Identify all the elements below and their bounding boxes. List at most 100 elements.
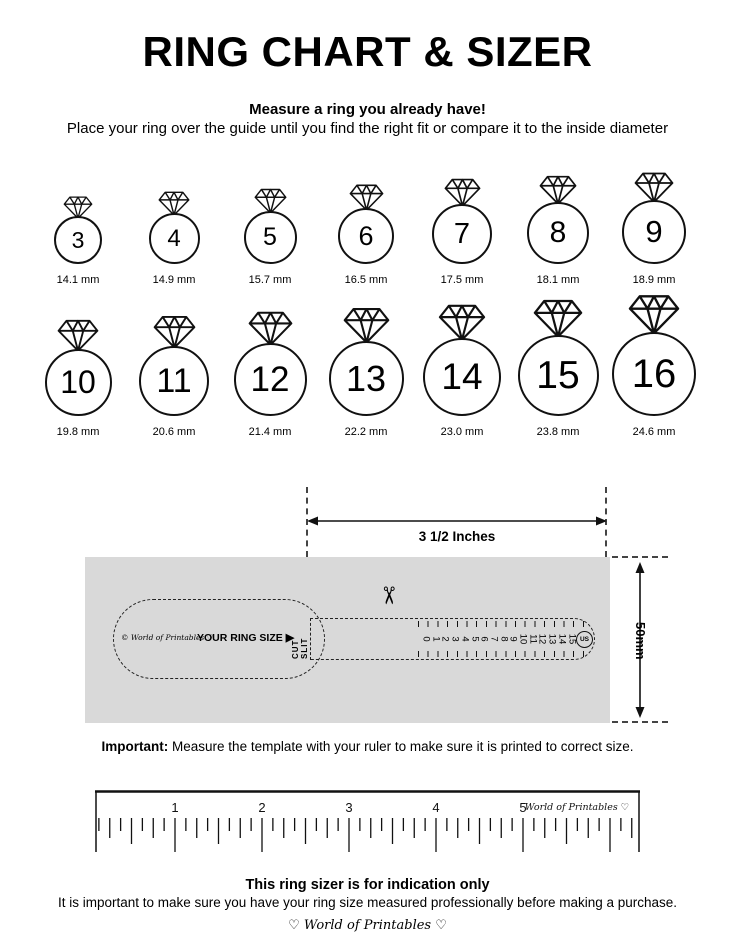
ring-circle: 5 [243,211,297,264]
ring-circle: 12 [233,343,307,416]
ring-size-number: 16 [631,351,677,396]
ring-diameter-label: 14.1 mm [56,274,100,286]
diamond-icon [248,311,292,346]
diamond-icon [343,307,389,344]
ring-diameter-label: 23.0 mm [440,426,484,438]
scissors-icon: ✂ [374,585,402,606]
measure-dash-top [612,556,668,558]
your-ring-size-label: YOUR RING SIZE ▶ [197,631,295,645]
ring-size-item: 4 14.9 mm [126,191,222,286]
diamond-icon [158,191,190,216]
ring-circle: 8 [527,202,589,264]
footer-disclaimer-bold: This ring sizer is for indication only [245,877,490,893]
diamond-icon [253,188,287,214]
sizer-strap-outline [310,618,595,660]
ring-size-number: 5 [263,223,277,251]
important-text: Measure the template with your ruler to … [172,739,634,754]
ring-size-number: 3 [71,226,85,253]
intro-heading: Measure a ring you already have! [249,101,486,118]
page-title: RING CHART & SIZER [142,28,593,75]
ring-circle: 10 [44,349,112,416]
ring-size-item: 16 24.6 mm [606,294,702,438]
ruler-number: 3 [345,800,352,815]
height-arrow [635,562,645,718]
ring-size-item: 5 15.7 mm [222,188,318,286]
ring-circle: 3 [54,216,102,264]
sizer-scale-numbers: 012345678910111213141516 [421,618,591,660]
ring-diameter-label: 24.6 mm [632,426,676,438]
ring-size-number: 6 [358,220,374,251]
ring-circle: 11 [139,346,209,416]
your-ring-size-text: YOUR RING SIZE [197,631,283,644]
ruler-number: 2 [258,800,265,815]
sizer-brand: © World of Printables ♡ [121,633,214,642]
measure-dash-right [605,487,607,557]
ring-diameter-label: 18.9 mm [632,274,676,286]
sizer-height-label: 50mm [633,622,648,660]
sizer-width-label: 3 1/2 Inches [418,529,496,544]
ring-size-item: 9 18.9 mm [606,172,702,286]
diamond-icon [628,295,680,335]
diamond-icon [533,299,583,338]
diamond-icon [444,178,480,207]
ring-size-item: 3 14.1 mm [30,196,126,286]
intro-subheading: Place your ring over the guide until you… [66,120,669,137]
diamond-icon [634,172,674,203]
diamond-icon [349,184,383,211]
ring-size-item: 10 19.8 mm [30,319,126,438]
ring-size-number: 12 [250,359,290,399]
ruler-number: 4 [432,800,439,815]
ring-diameter-label: 15.7 mm [248,274,292,286]
ring-circle: 4 [148,213,200,264]
width-arrow [307,516,607,526]
ring-diameter-label: 18.1 mm [536,274,580,286]
ruler-number: 5 [519,800,526,815]
ring-circle: 13 [328,341,404,416]
diamond-icon [57,319,99,352]
ring-size-item: 13 22.2 mm [318,307,414,438]
ruler-brand: World of Printables ♡ [525,802,630,813]
ring-diameter-label: 22.2 mm [344,426,388,438]
ring-size-number: 11 [156,361,192,400]
footer-disclaimer-text: It is important to make sure you have yo… [57,895,678,910]
ring-circle: 15 [517,335,599,416]
important-note: Important: Measure the template with you… [0,739,735,754]
scale-ticks-bottom [418,651,590,657]
ring-circle: 14 [423,338,501,416]
diamond-icon [438,304,486,341]
ring-circle: 6 [338,208,394,264]
measure-dash-bottom [612,721,668,723]
sizer-template: CUT SLIT ✂ © World of Printables ♡ YOUR … [85,557,610,723]
ring-circle: 16 [612,332,696,416]
ring-size-number: 15 [536,353,580,397]
ring-diameter-label: 14.9 mm [152,274,196,286]
ring-size-number: 13 [345,357,387,399]
ring-size-item: 14 23.0 mm [414,304,510,438]
ring-size-number: 14 [441,356,483,397]
ring-size-item: 12 21.4 mm [222,311,318,438]
ring-circle: 7 [432,204,492,264]
ruler-number: 1 [171,800,178,815]
ring-diameter-label: 21.4 mm [248,426,292,438]
diamond-icon [63,196,93,219]
ring-size-number: 7 [453,217,471,250]
ring-size-item: 8 18.1 mm [510,175,606,286]
diamond-icon [539,175,577,205]
us-unit-badge: US [576,631,593,648]
ring-size-number: 4 [167,224,181,252]
ring-size-number: 8 [549,216,567,249]
ring-size-number: 9 [645,214,663,249]
pointer-right-icon: ▶ [285,632,295,644]
ring-circle: 9 [622,200,686,264]
ring-diameter-label: 23.8 mm [536,426,580,438]
important-label: Important: [101,739,169,754]
ring-diameter-label: 19.8 mm [56,426,100,438]
